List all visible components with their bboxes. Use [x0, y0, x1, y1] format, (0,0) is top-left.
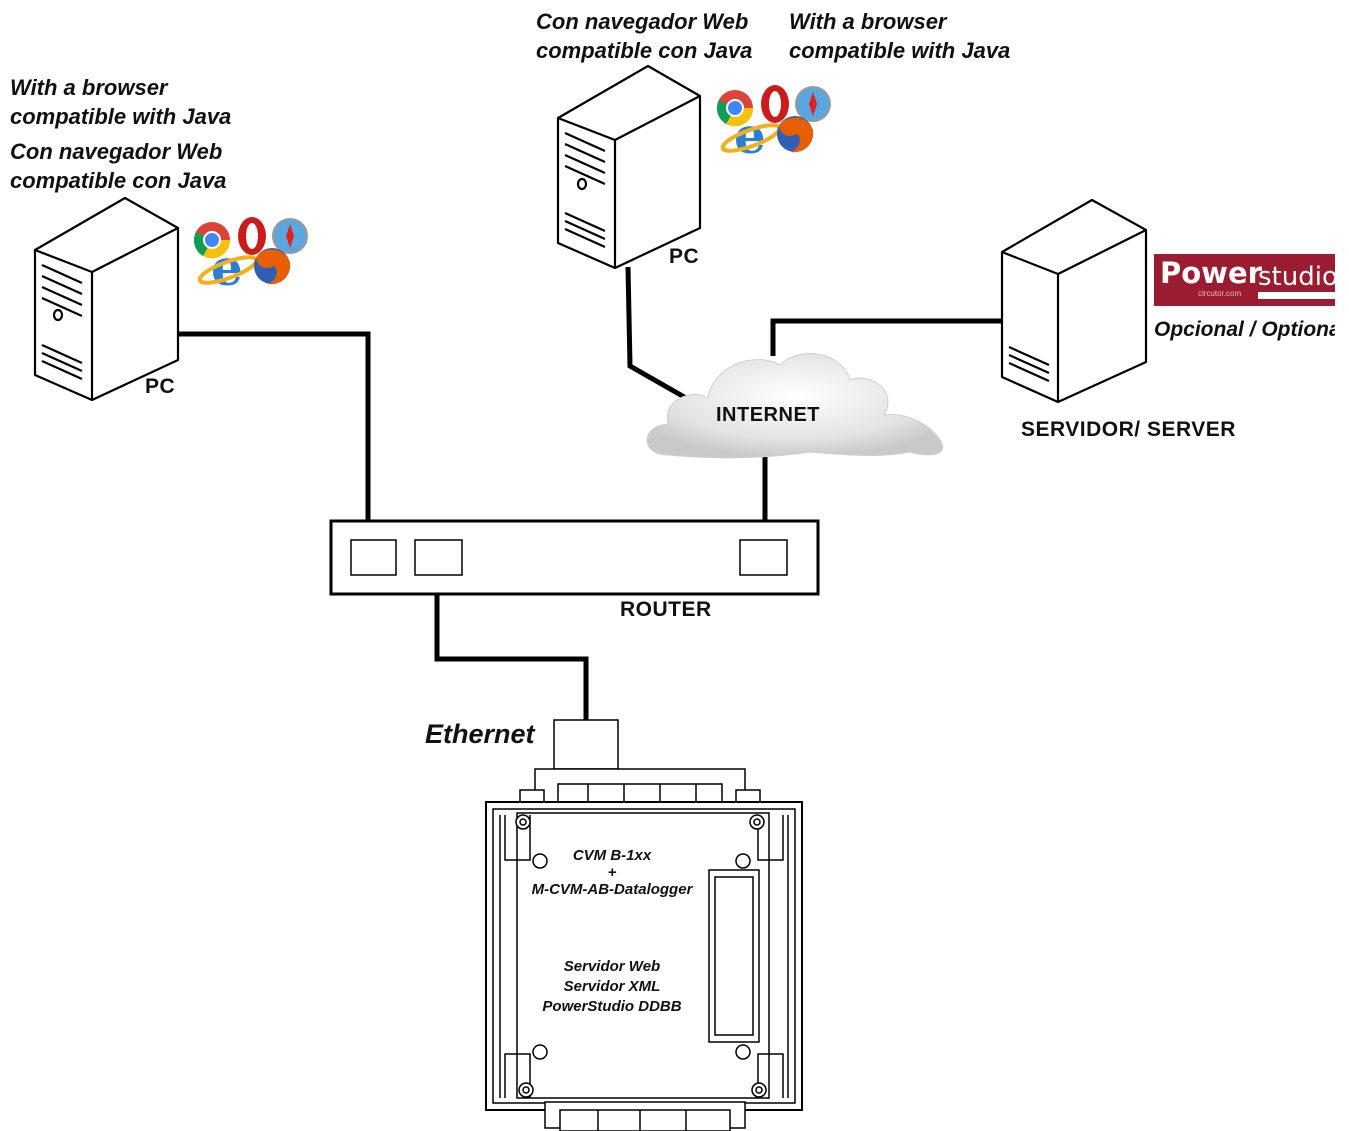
device-icon: [485, 768, 803, 1131]
label-line: Con navegador Web: [10, 139, 223, 164]
cable-server-internet: [770, 318, 1002, 356]
cable-pc-left-router: [176, 331, 371, 545]
firefox-icon: [254, 248, 291, 285]
internet-label: INTERNET: [716, 404, 820, 426]
pc-top-icon: [556, 64, 702, 270]
label-top-browser-es: Con navegador Web compatible con Java: [536, 7, 752, 65]
server-icon: [1000, 198, 1148, 404]
device-services-block: Servidor Web Servidor XML PowerStudio DD…: [517, 957, 707, 1017]
label-line: With a browser: [789, 9, 947, 34]
logo-bar: [1258, 292, 1335, 299]
label-left-browser-es: Con navegador Web compatible con Java: [10, 137, 226, 195]
device-model: CVM B-1xx: [572, 847, 652, 864]
powerstudio-logo: Power studio circutor.com: [1154, 254, 1335, 306]
chrome-icon: [193, 222, 231, 259]
logo-sub-text: circutor.com: [1198, 289, 1242, 298]
ethernet-connector: [553, 719, 619, 770]
cables: [176, 266, 1002, 721]
device-model-block: CVM B-1xx + M-CVM-AB-Datalogger: [517, 846, 707, 900]
service-xml: Servidor XML: [563, 978, 661, 995]
router-port-3: [739, 539, 788, 576]
pc-left-icon: [33, 196, 180, 402]
cable-router-device: [434, 574, 589, 721]
router-label: ROUTER: [620, 598, 712, 621]
device-module: M-CVM-AB-Datalogger: [531, 881, 693, 898]
logo-studio-text: studio: [1258, 262, 1335, 292]
device-plus: +: [607, 864, 617, 881]
opera-icon: [238, 217, 266, 255]
browser-icons-top: e: [716, 85, 831, 165]
router-port-1: [350, 539, 397, 576]
pc-top-label: PC: [669, 245, 700, 268]
router-icon: [329, 519, 820, 596]
pc-left-label: PC: [145, 375, 176, 398]
logo-power-text: Power: [1160, 256, 1262, 290]
chrome-icon: [716, 90, 754, 127]
server-label: SERVIDOR/ SERVER: [1021, 418, 1236, 441]
label-top-browser-en: With a browser compatible with Java: [789, 7, 1010, 65]
label-line: With a browser: [10, 75, 168, 100]
optional-label: Opcional / Optional: [1154, 318, 1335, 341]
browser-icons-left: e: [193, 217, 308, 297]
safari-icon: [795, 86, 831, 122]
label-line: compatible with Java: [10, 104, 232, 129]
label-line: compatible con Java: [10, 168, 227, 193]
safari-icon: [272, 218, 308, 254]
label-line: Con navegador Web: [536, 9, 749, 34]
ethernet-label: Ethernet: [425, 719, 535, 749]
internet-cloud: [646, 353, 943, 459]
service-web: Servidor Web: [563, 958, 661, 975]
opera-icon: [761, 85, 789, 123]
router-port-2: [414, 539, 463, 576]
label-line: compatible with Java: [789, 38, 1011, 63]
cable-pc-top-internet: [625, 266, 688, 401]
label-left-browser-en: With a browser compatible with Java: [10, 73, 231, 131]
service-ddbb: PowerStudio DDBB: [542, 998, 682, 1015]
firefox-icon: [777, 116, 814, 153]
label-line: compatible con Java: [536, 38, 753, 63]
